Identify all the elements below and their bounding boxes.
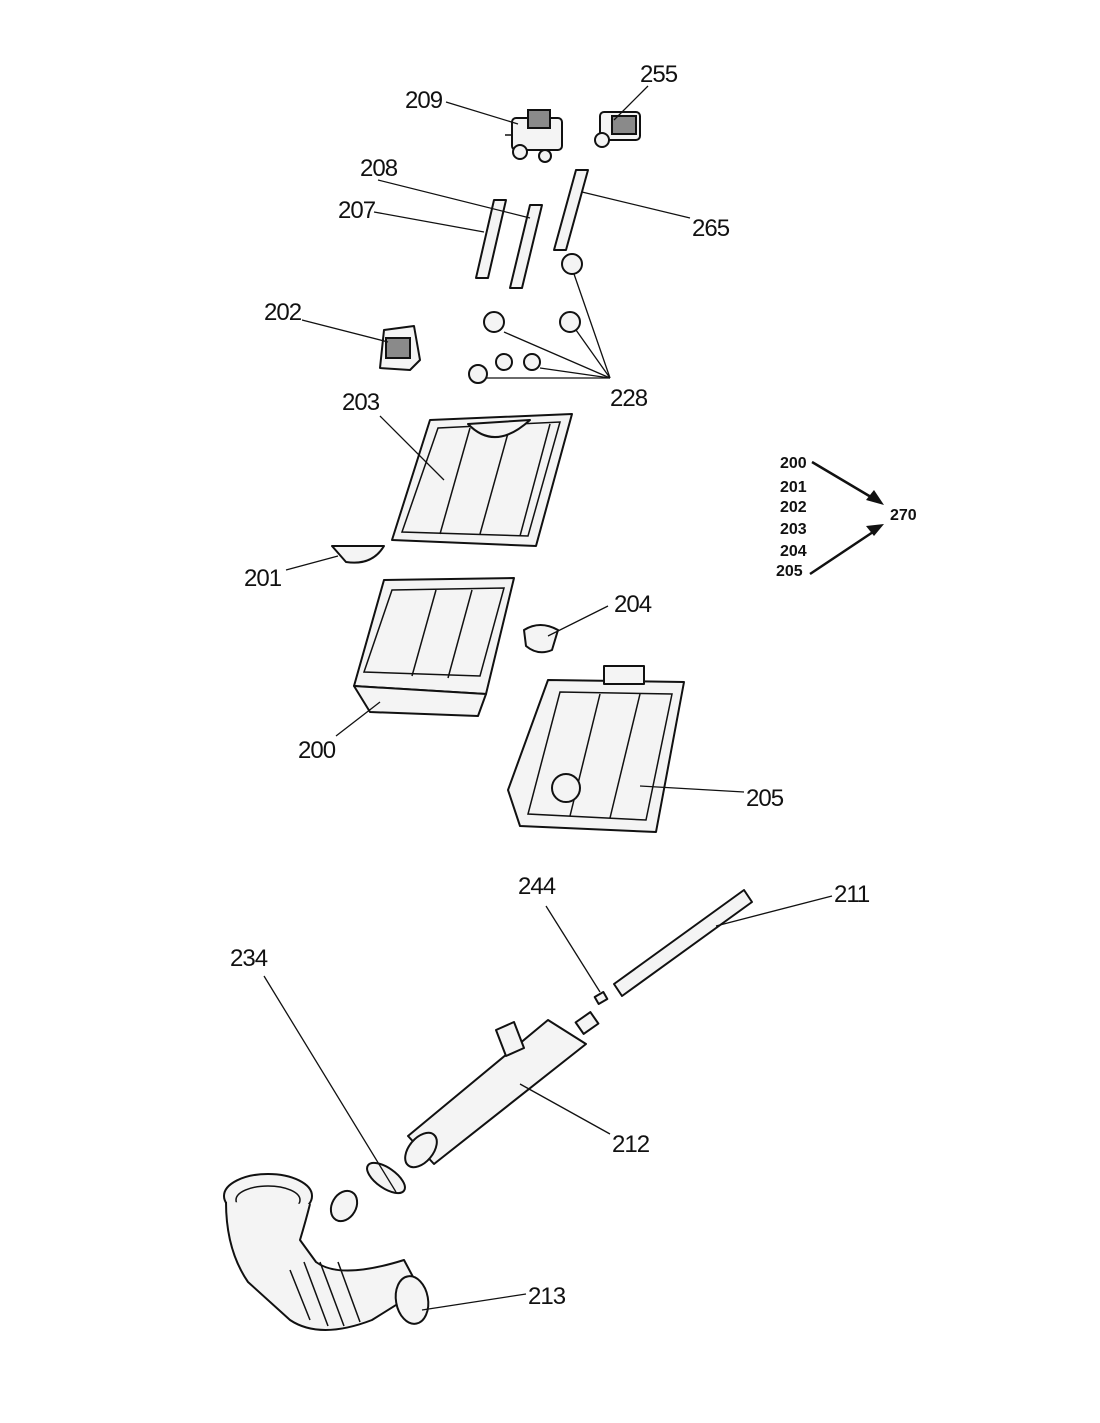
callout-213: 213	[528, 1283, 566, 1310]
callout-212: 212	[612, 1131, 650, 1158]
callout-255: 255	[640, 61, 678, 88]
tube-212	[404, 1011, 600, 1169]
legend-item-205: 205	[776, 563, 803, 580]
callout-205: 205	[746, 785, 784, 812]
legend-target-270: 270	[890, 507, 917, 524]
legend-item-202: 202	[780, 499, 807, 516]
bellows-213	[223, 1173, 430, 1331]
clip-244	[593, 991, 609, 1005]
callout-202: 202	[264, 299, 302, 326]
callout-228: 228	[610, 385, 648, 412]
legend-item-201: 201	[780, 479, 807, 496]
callout-labels: 209 255 208 207 265 202 228 203 201 204 …	[230, 61, 871, 1310]
part-204	[523, 624, 559, 654]
legend-item-200: 200	[780, 455, 807, 472]
callout-265: 265	[692, 215, 730, 242]
leader-lines	[263, 85, 833, 1311]
part-202	[379, 325, 421, 371]
assembly-legend: 200 201 202 203 204 205 270	[776, 455, 917, 580]
part-200-drawer	[353, 577, 515, 717]
callout-207: 207	[338, 197, 376, 224]
seal-234	[366, 1161, 406, 1195]
legend-item-204: 204	[780, 543, 807, 560]
clamps-228	[468, 253, 583, 384]
callout-204: 204	[614, 591, 652, 618]
callout-209: 209	[405, 87, 443, 114]
callout-201: 201	[244, 565, 282, 592]
hose-207	[475, 199, 507, 279]
callout-208: 208	[360, 155, 398, 182]
legend-arrowhead-upper	[866, 490, 884, 505]
valve-255	[594, 111, 641, 148]
valve-209	[505, 109, 563, 163]
hose-208	[509, 204, 543, 289]
hose-211	[613, 889, 753, 997]
callout-244: 244	[518, 873, 556, 900]
part-203-lid	[391, 413, 573, 547]
callout-211: 211	[834, 881, 870, 908]
legend-arrow-lower	[809, 528, 877, 576]
callout-234: 234	[230, 945, 268, 972]
part-205-housing	[507, 665, 685, 833]
hose-265	[553, 169, 589, 251]
legend-arrow-upper	[811, 460, 877, 502]
callout-200: 200	[298, 737, 336, 764]
legend-arrowhead-lower	[866, 524, 884, 536]
part-201	[331, 545, 385, 564]
legend-item-203: 203	[780, 521, 807, 538]
callout-203: 203	[342, 389, 380, 416]
